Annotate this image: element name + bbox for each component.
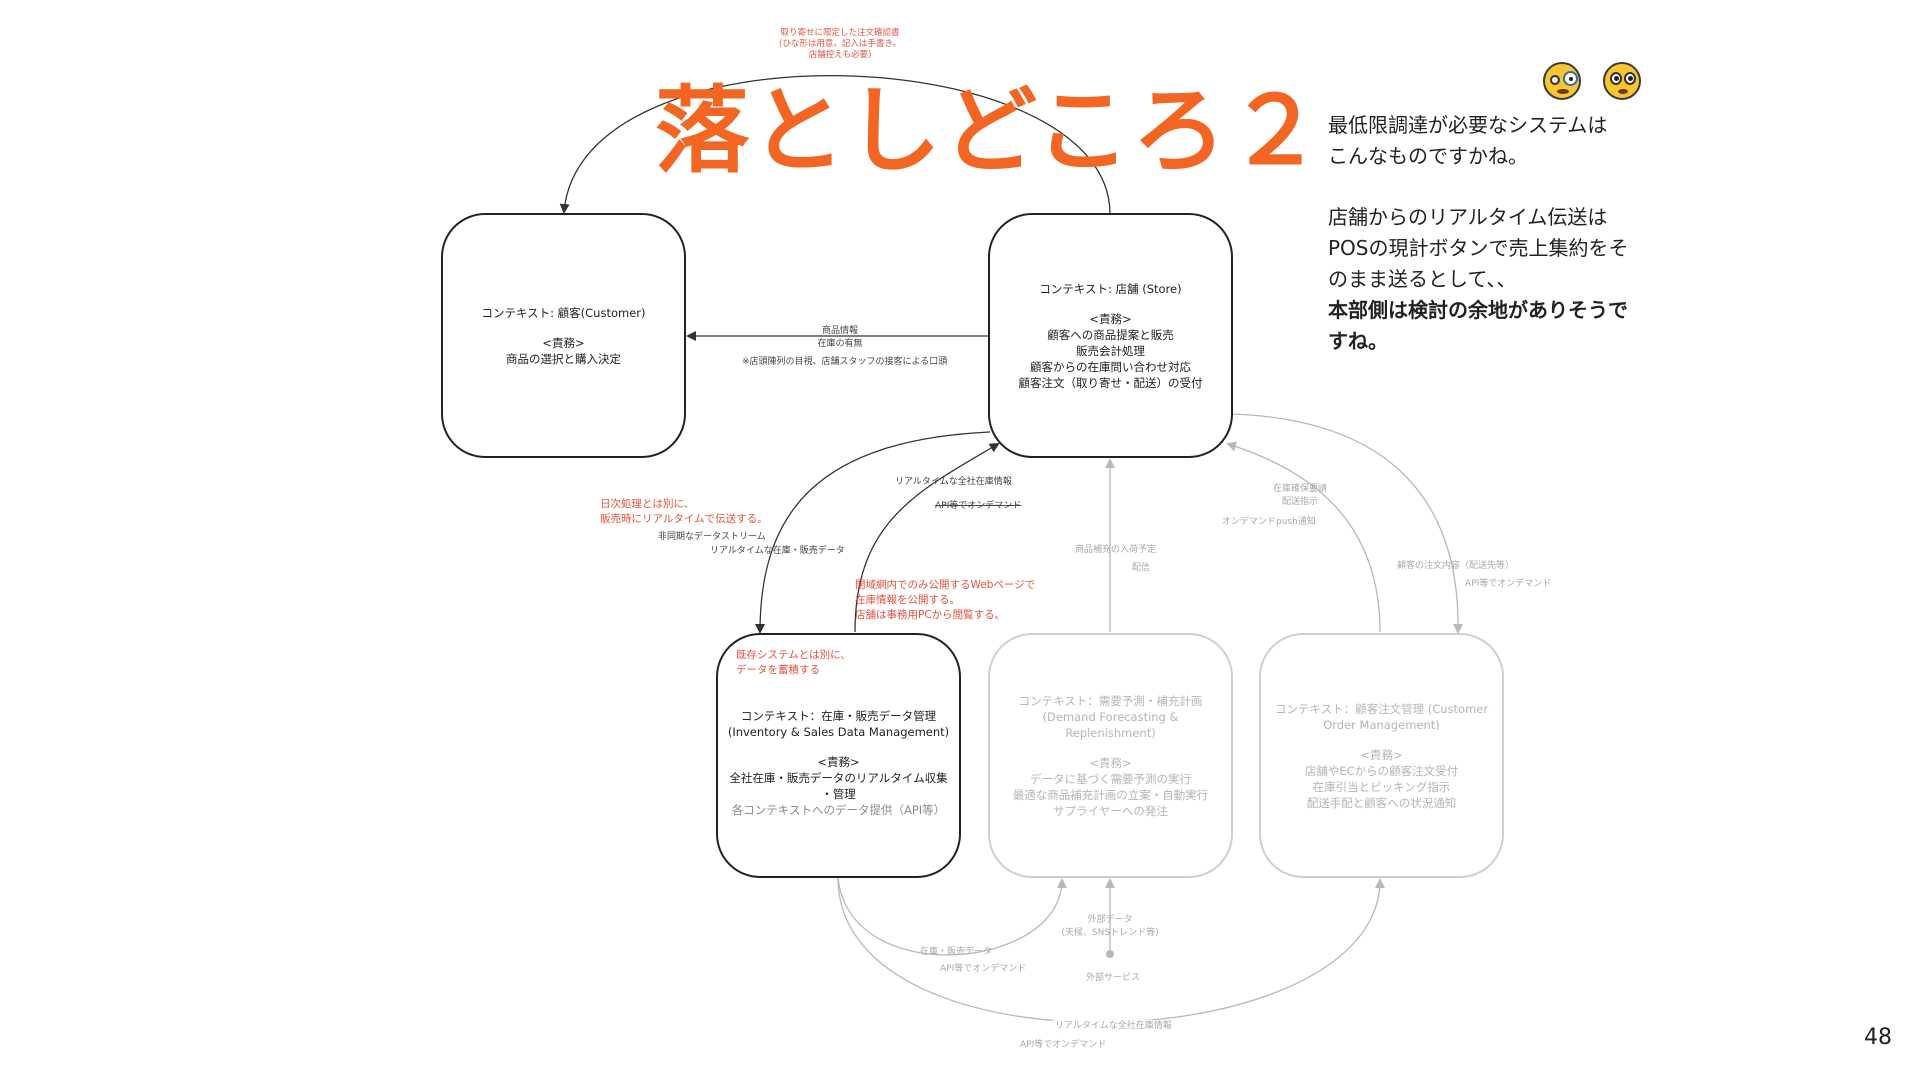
flushed-face-icon: [1603, 62, 1641, 100]
context-customer-box[interactable]: コンテキスト: 顧客(Customer) <責務> 商品の選択と購入決定: [441, 213, 686, 458]
api-on-demand-strike-label: API等でオンデマンド: [935, 501, 1022, 511]
realtime-company-stock-label: リアルタイムな全社在庫情報: [895, 477, 1012, 487]
edge-label-line: 在庫確保要請: [1272, 484, 1327, 494]
box-title-en: (Inventory & Sales Data Management): [727, 724, 950, 739]
stock-reserve-label: 在庫確保要請 配送指示: [1255, 483, 1345, 509]
responsibility-label: <責務>: [1089, 755, 1132, 770]
responsibility-line: 販売会計処理: [1076, 343, 1145, 358]
responsibility-line: 全社在庫・販売データのリアルタイム収集: [729, 770, 948, 785]
note-line: 販売時にリアルタイムで伝送する。: [600, 513, 768, 525]
side-text-line: 最低限調達が必要なシステムは: [1328, 113, 1608, 137]
api-on-demand-label: API等でオンデマンド: [1465, 579, 1552, 589]
note-line: データを蓄積する: [736, 664, 820, 676]
side-text-line: 店舗からのリアルタイム伝送は: [1328, 205, 1608, 229]
note-line: 閉域網内でのみ公開するWebページで: [855, 579, 1036, 591]
arrow-store-to-customer-top: [559, 75, 1111, 215]
delivery-label: 配信: [1132, 563, 1151, 573]
inv-sales-data-label: 在庫・販売データ: [920, 947, 993, 957]
realtime-sales-label: リアルタイムな在庫・販売データ: [710, 546, 845, 556]
page-title: 落としどころ２: [655, 77, 1325, 186]
edge-label-line: (天候、SNSトレンド等): [1061, 928, 1159, 938]
external-service-label: 外部サービス: [1086, 973, 1141, 983]
edge-label-line: 外部データ: [1087, 915, 1133, 925]
arrow-inventory-to-store: [854, 442, 1000, 633]
note-line: 店舗控えも必要): [808, 50, 872, 60]
side-text-line: こんなものですかね。: [1328, 144, 1528, 168]
external-service-dot: [1106, 950, 1114, 958]
box-title-en: (Demand Forecasting & Replenishment): [1042, 709, 1179, 740]
context-order-box[interactable]: コンテキスト：顧客注文管理 (Customer Order Management…: [1259, 633, 1504, 878]
box-title: コンテキスト：需要予測・補充計画: [1018, 693, 1203, 708]
page-number: 48: [1864, 1025, 1892, 1050]
box-title: コンテキスト：顧客注文管理 (Customer: [1274, 701, 1489, 716]
note-line: 取り寄せに限定した注文確認書: [780, 28, 900, 38]
bottom-api-label: API等でオンデマンド: [1020, 1040, 1107, 1050]
context-demand-box[interactable]: コンテキスト：需要予測・補充計画 (Demand Forecasting & R…: [988, 633, 1233, 878]
api-on-demand-label-2: API等でオンデマンド: [940, 964, 1027, 974]
box-title: コンテキスト: 顧客(Customer): [481, 305, 646, 320]
note-line: (ひな形は用意。記入は手書き。: [779, 39, 901, 49]
responsibility-line: サプライヤーへの発注: [1053, 803, 1168, 818]
responsibility-line: 店舗やECからの顧客注文受付: [1304, 763, 1459, 778]
arrow-inventory-to-demand: [837, 877, 1067, 956]
bottom-realtime-label: リアルタイムな全社在庫情報: [1053, 1020, 1174, 1033]
side-commentary: 最低限調達が必要なシステムは こんなものですかね。 店舗からのリアルタイム伝送は…: [1328, 110, 1678, 357]
responsibility-label: <責務>: [542, 335, 585, 350]
edge-label-line: 配送指示: [1281, 497, 1318, 507]
replenish-plan-label: 商品補充の入荷予定: [1075, 545, 1157, 555]
responsibility-line: 在庫引当とピッキング指示: [1312, 779, 1451, 794]
top-arc-note: 取り寄せに限定した注文確認書 (ひな形は用意。記入は手書き。 店舗控えも必要): [770, 28, 910, 61]
arrow-order-to-store: [1226, 441, 1381, 633]
box-title: コンテキスト: 店舗 (Store): [1039, 281, 1182, 296]
responsibility-line: 顧客への商品提案と販売: [1047, 327, 1174, 342]
store-to-customer-sublabel: ※店頭陳列の目視、店舗スタッフの接客による口頭: [742, 357, 948, 367]
web-page-note: 閉域網内でのみ公開するWebページで 在庫情報を公開する。 店舗は事務用PCから…: [855, 578, 1035, 623]
edge-label-line: 在庫の有無: [817, 339, 863, 349]
note-line: 店舗は事務用PCから閲覧する。: [855, 609, 1006, 621]
edge-label-line: 商品情報: [821, 326, 858, 336]
arrow-store-to-order: [1231, 413, 1464, 634]
store-to-customer-label: 商品情報 在庫の有無: [790, 325, 890, 351]
side-text-line: のまま送るとして、、: [1328, 267, 1517, 291]
box-title: コンテキスト：在庫・販売データ管理: [740, 708, 937, 723]
responsibility-label: <責務>: [1089, 311, 1132, 326]
side-text-bold-line: すね。: [1328, 329, 1388, 353]
responsibility-line: 商品の選択と購入決定: [506, 351, 621, 366]
note-line: 日次処理とは別に、: [600, 498, 695, 510]
note-line: 既存システムとは別に、: [736, 649, 851, 661]
note-line: 在庫情報を公開する。: [855, 594, 960, 606]
responsibility-label: <責務>: [817, 754, 860, 769]
responsibility-line-muted: 各コンテキストへのデータ提供（API等）: [731, 802, 946, 817]
side-text-line: POSの現計ボタンで売上集約をそ: [1328, 236, 1629, 260]
responsibility-label: <責務>: [1360, 747, 1403, 762]
responsibility-line: 配送手配と顧客への状況通知: [1306, 795, 1457, 810]
responsibility-line: 顧客からの在庫問い合わせ対応: [1030, 359, 1191, 374]
inventory-note: 既存システムとは別に、 データを蓄積する: [736, 648, 851, 678]
context-store-box[interactable]: コンテキスト: 店舗 (Store) <責務> 顧客への商品提案と販売 販売会計…: [988, 213, 1233, 458]
responsibility-line: データに基づく需要予測の実行: [1030, 771, 1191, 786]
push-notify-label: オンデマンドpush通知: [1222, 517, 1316, 527]
realtime-transmit-note: 日次処理とは別に、 販売時にリアルタイムで伝送する。: [600, 497, 768, 527]
async-stream-label: 非同期なデータストリーム: [658, 532, 766, 542]
face-with-monocle-icon: [1543, 62, 1581, 100]
customer-order-content-label: 顧客の注文内容（配送先等）: [1397, 561, 1515, 571]
responsibility-line: 最適な商品補充計画の立案・自動実行: [1012, 787, 1209, 802]
responsibility-line: ・管理: [821, 786, 856, 801]
arrow-store-to-inventory: [755, 431, 991, 634]
side-text-bold-line: 本部側は検討の余地がありそうで: [1328, 298, 1628, 322]
box-title-en: Order Management): [1323, 717, 1440, 732]
responsibility-line: 顧客注文（取り寄せ・配送）の受付: [1018, 375, 1203, 390]
external-data-label: 外部データ (天候、SNSトレンド等): [1058, 914, 1162, 940]
context-inventory-box[interactable]: コンテキスト：在庫・販売データ管理 (Inventory & Sales Dat…: [716, 633, 961, 878]
